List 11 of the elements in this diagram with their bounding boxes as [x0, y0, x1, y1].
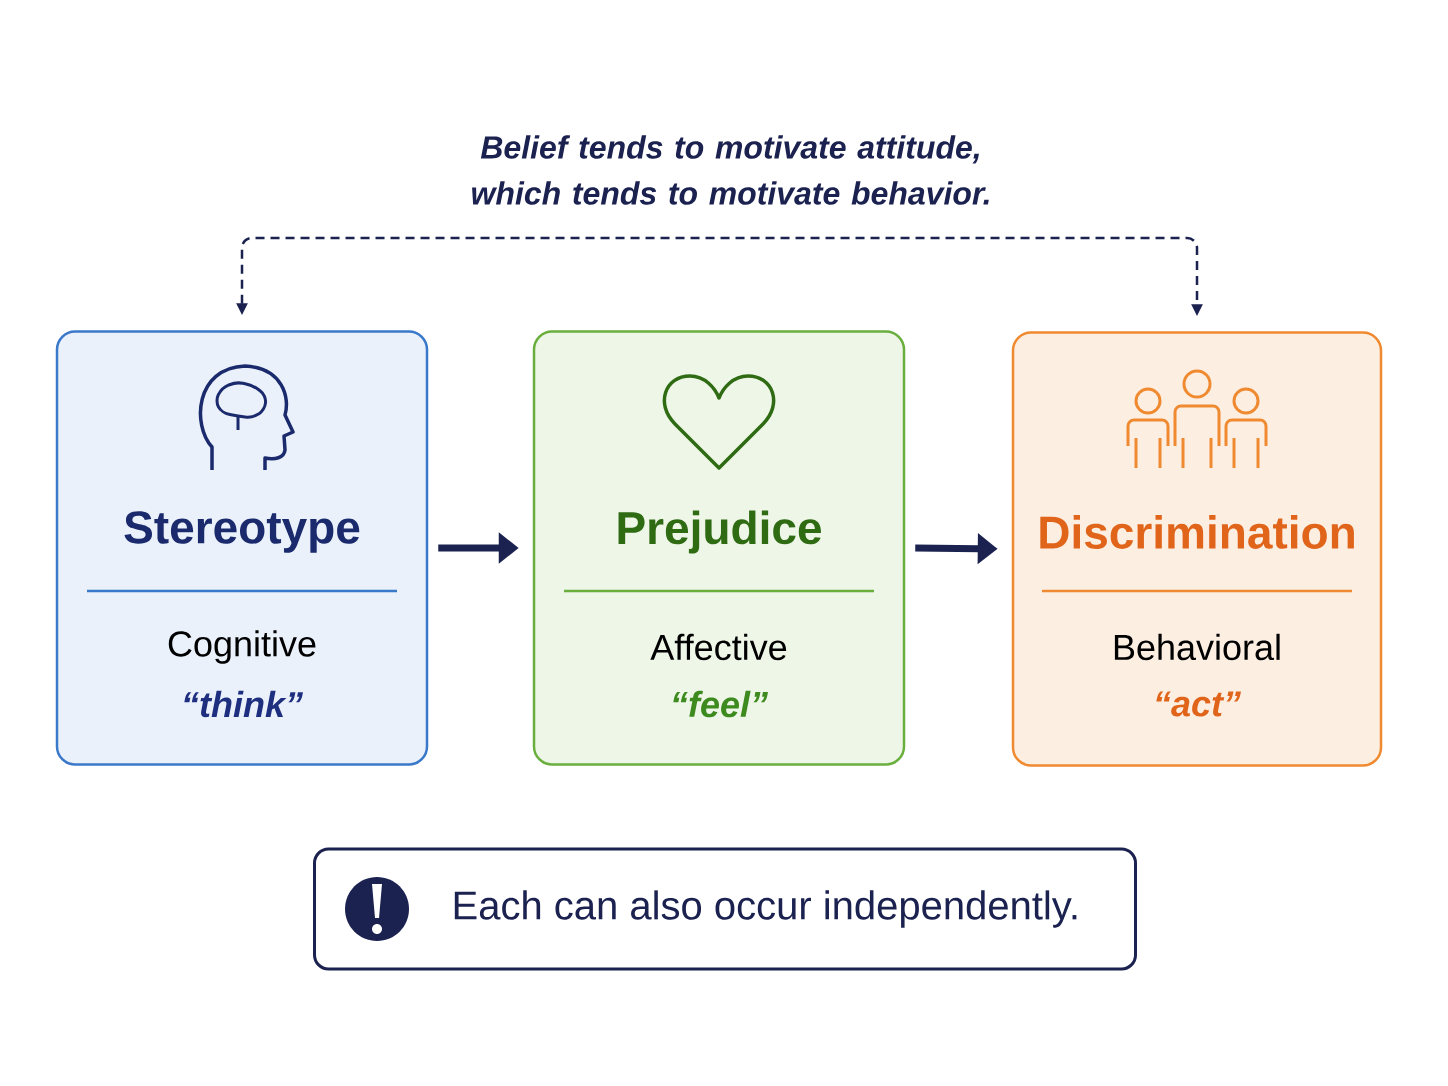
category-label: Cognitive [168, 630, 316, 664]
category-label: Behavioral [1114, 633, 1280, 661]
note-text: Each can also occur independently. [454, 890, 1077, 928]
card-title: Prejudice [618, 510, 821, 554]
category-label: Affective [650, 633, 787, 661]
quote-text: “act” [1156, 691, 1241, 717]
quote-text: “feel” [673, 690, 768, 718]
quote-text: “think” [184, 690, 303, 718]
card-title: Stereotype [124, 511, 360, 553]
card-title: Discrimination [1040, 515, 1354, 549]
edge-label: Belief tends to motivate attitude, which tends to motivate behavior. [472, 135, 989, 205]
